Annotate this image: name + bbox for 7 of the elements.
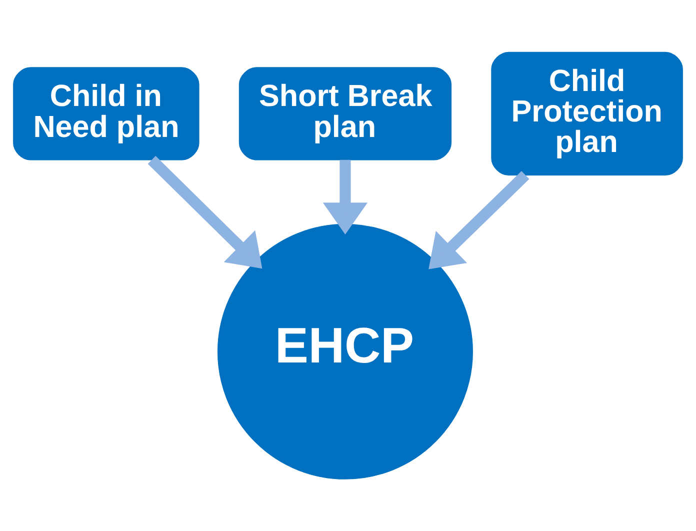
node-circle: EHCP	[217, 224, 473, 480]
node-box: Short Break plan	[238, 67, 452, 160]
arrow	[148, 156, 262, 269]
node-box: Child in Need plan	[13, 67, 200, 160]
arrow	[322, 160, 368, 235]
arrow	[428, 171, 530, 270]
node-box: Child Protection plan	[491, 52, 683, 176]
